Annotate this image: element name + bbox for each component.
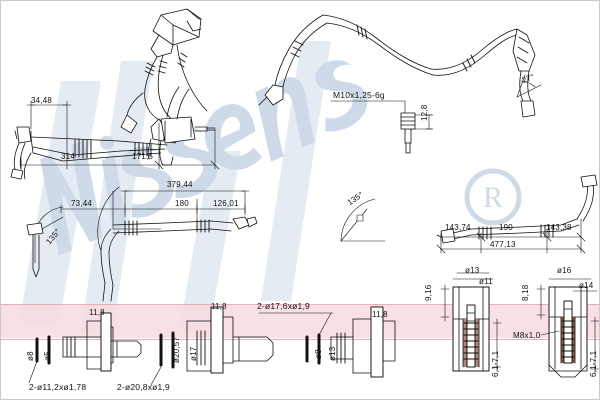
iso-left-assembly: [120, 8, 208, 166]
dim-143-38: 143,38: [546, 223, 572, 232]
dim-143-74: 143,74: [445, 223, 471, 232]
flat-view-middle: [97, 186, 258, 302]
detail-fitting-b: [150, 306, 274, 386]
left-tail-fitting: [26, 222, 44, 278]
flat-view-lower: [436, 174, 598, 244]
detail-d-dim-6-1-7-1: 6,1-7,1: [491, 350, 500, 377]
dim-34-48: 34,48: [31, 96, 53, 105]
detail-c-dim-11-8: 11,8: [372, 310, 388, 319]
detail-e-dim-6-1-7-1: 6,1-7,1: [589, 350, 598, 377]
detail-b-dia-20-57: ø20,57: [172, 336, 181, 363]
detail-fitting-c: [258, 306, 396, 378]
detail-fitting-a: [28, 312, 142, 384]
detail-d-dim-9-16: 9,16: [424, 284, 433, 301]
detail-section-e: [536, 278, 599, 378]
dim-lines-upper: [20, 100, 220, 170]
dim-lines-lower: [436, 218, 586, 254]
detail-a-oring-spec: 2-ø11,2xø1,78: [29, 382, 87, 392]
iso-right-assembly: [258, 14, 536, 118]
dim-126-01: 126,01: [213, 199, 239, 208]
detail-e-dia-16: ø16: [557, 266, 572, 275]
dim-314: 314: [61, 152, 75, 161]
detail-section-d: [440, 272, 502, 372]
angle-27: [516, 74, 542, 98]
detail-d-dia-11: ø11: [479, 277, 493, 286]
dim-190: 190: [499, 223, 513, 232]
dim-lines-middle: [60, 190, 250, 222]
flat-view-upper: [10, 86, 216, 180]
detail-c-dia-8: ø8: [314, 349, 323, 359]
detail-b-oring-spec: 2-ø20,8xø1,9: [117, 382, 170, 392]
dim-180: 180: [175, 199, 189, 208]
detail-b-dia-17: ø17: [189, 346, 198, 361]
dim-171-5: 171,5: [132, 152, 154, 161]
detail-a-dim-11-8: 11,8: [89, 308, 105, 317]
detail-e-thread-m8: M8x1,0: [513, 331, 541, 340]
dim-12-8: 12,8: [420, 104, 429, 121]
thread-callout-m10: [330, 100, 434, 130]
dim-379-44: 379,44: [167, 180, 193, 189]
detail-c-oring-spec: 2-ø17,6xø1,9: [257, 301, 310, 311]
detail-c-dia-13: ø13: [328, 346, 337, 361]
dim-477-13: 477,13: [490, 240, 516, 249]
detail-b-dim-11-8: 11,8: [211, 302, 227, 311]
valve-body-m10: [400, 112, 416, 154]
dim-73-44: 73,44: [71, 199, 93, 208]
highlight-band-border: [1, 304, 599, 340]
detail-a-dia-8: ø8: [26, 351, 35, 361]
angle-135-center: [340, 198, 386, 242]
detail-e-dim-8-18: 8,18: [521, 284, 530, 301]
detail-a-dia-5: ø5: [43, 351, 52, 361]
detail-e-dia-14: ø14: [579, 281, 594, 290]
thread-m10: M10x1,25-6g: [333, 90, 385, 100]
detail-d-dia-13: ø13: [465, 266, 480, 275]
